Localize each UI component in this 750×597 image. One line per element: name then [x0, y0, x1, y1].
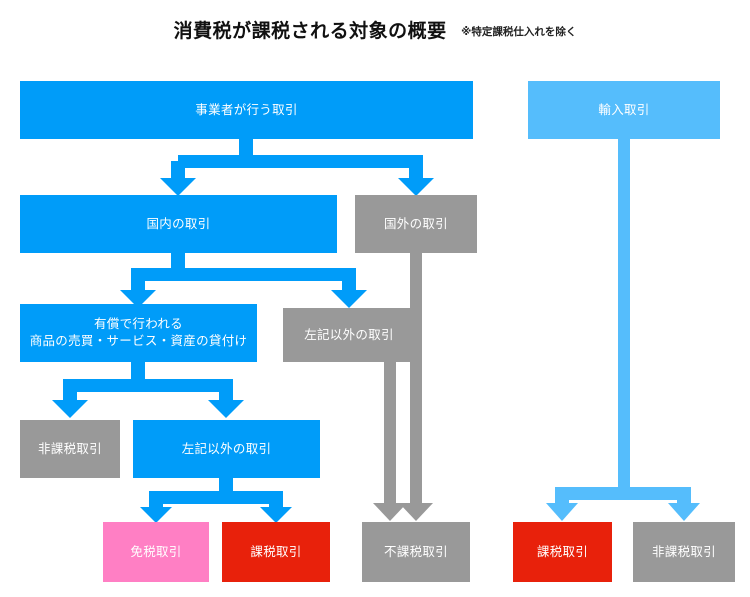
- node-label: 国外の取引: [383, 216, 448, 231]
- title-block: 消費税が課税される対象の概要 ※特定課税仕入れを除く: [0, 16, 750, 43]
- node-tax-exempt-transactions[interactable]: 非課税取引: [20, 420, 120, 478]
- title-footnote: ※特定課税仕入れを除く: [461, 26, 577, 38]
- node-label: 免税取引: [130, 544, 182, 559]
- arrow-domestic-to-children: [120, 253, 367, 308]
- node-label-line-1: 有償で行われる: [94, 317, 183, 332]
- node-import-transactions[interactable]: 輸入取引: [528, 81, 720, 139]
- node-business-transactions[interactable]: 事業者が行う取引: [20, 81, 473, 139]
- node-paid-transactions[interactable]: 有償で行われる 商品の売買・サービス・資産の貸付け: [20, 304, 257, 362]
- node-label: 課税取引: [250, 544, 302, 559]
- node-overseas-transactions[interactable]: 国外の取引: [355, 195, 477, 253]
- node-taxable-transactions-left[interactable]: 課税取引: [222, 522, 330, 582]
- node-label: 輸入取引: [598, 102, 650, 117]
- node-domestic-transactions[interactable]: 国内の取引: [20, 195, 337, 253]
- node-label: 課税取引: [536, 544, 589, 559]
- node-label: 左記以外の取引: [181, 441, 272, 456]
- node-non-taxable-transactions-right[interactable]: 非課税取引: [633, 522, 735, 582]
- arrow-business-to-domestic-overseas: [160, 139, 434, 196]
- node-out-of-scope-transactions[interactable]: 不課税取引: [362, 522, 470, 582]
- node-taxable-transactions-right[interactable]: 課税取引: [513, 522, 612, 582]
- arrow-overseas-to-outofscope: [399, 253, 433, 521]
- arrow-othergray-to-outofscope: [373, 362, 407, 521]
- node-label-line-2: 商品の売買・サービス・資産の貸付け: [29, 334, 248, 348]
- node-label: 非課税取引: [37, 441, 102, 456]
- node-label: 事業者が行う取引: [195, 102, 298, 117]
- arrow-paid-to-children: [52, 362, 244, 418]
- node-label: 左記以外の取引: [304, 327, 394, 342]
- node-label: 非課税取引: [651, 544, 716, 559]
- page-title: 消費税が課税される対象の概要: [173, 21, 447, 42]
- arrow-other-to-taxfree-taxable: [140, 478, 292, 523]
- node-other-than-left-gray[interactable]: 左記以外の取引: [283, 308, 415, 362]
- node-label: 不課税取引: [383, 544, 448, 559]
- node-duty-free-transactions[interactable]: 免税取引: [103, 522, 209, 582]
- arrow-import-to-children: [546, 139, 700, 521]
- node-other-than-left-blue[interactable]: 左記以外の取引: [133, 420, 320, 478]
- node-label: 国内の取引: [146, 216, 211, 231]
